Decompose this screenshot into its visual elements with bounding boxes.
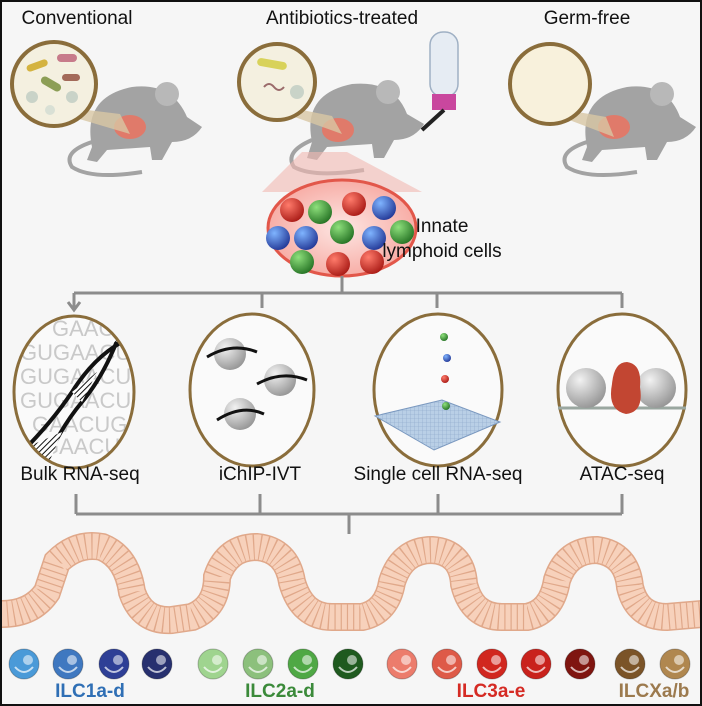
- ilc-cell-ilc1ad-1: [8, 648, 40, 680]
- condition-label-germ-free: Germ-free: [544, 8, 631, 29]
- ilc-cell-ilcxab-2: [659, 648, 691, 680]
- method-bulk-rna-seq: GAACU GUGAACUGU GUGAACUGU GUGAACUGU GAAC…: [12, 314, 164, 470]
- method-label-single-cell-rna-seq: Single cell RNA-seq: [354, 464, 523, 485]
- ilc-cell-ilc2ad-3: [287, 648, 319, 680]
- water-bottle-icon: [420, 31, 459, 132]
- method-label-ichip-ivt: iChIP-IVT: [219, 464, 302, 485]
- ilc-cell-ilc3ae-4: [520, 648, 552, 680]
- ilc-label-ilc3: ILC3a-e: [457, 681, 526, 702]
- ilc-cell-ilc1ad-2: [52, 648, 84, 680]
- ilc-subsets: [8, 648, 691, 680]
- bacteria-icons: [26, 54, 80, 115]
- bottom-bracket: [74, 494, 624, 534]
- ilc-cell-ilc3ae-1: [386, 648, 418, 680]
- method-atac-seq: [556, 312, 688, 468]
- ilc-cell-ilc3ae-3: [476, 648, 508, 680]
- ilc-cell-ilc1ad-4: [141, 648, 173, 680]
- ilc-label-ilc2: ILC2a-d: [245, 681, 315, 702]
- arrow-icon: [66, 301, 82, 313]
- ilc-cell-ilc2ad-1: [197, 648, 229, 680]
- ilc-cell-ilc2ad-2: [242, 648, 274, 680]
- ilc-label-ilc1: ILC1a-d: [55, 681, 125, 702]
- empty-microbiota-circle: [508, 42, 592, 126]
- condition-label-antibiotics: Antibiotics-treated: [266, 8, 418, 29]
- method-label-bulk-rna-seq: Bulk RNA-seq: [20, 464, 139, 485]
- ilc-cell-ilc3ae-2: [431, 648, 463, 680]
- mouse-germ-free: [508, 42, 696, 177]
- mouse-antibiotics: [237, 31, 459, 176]
- top-bracket: [66, 276, 624, 313]
- method-single-cell-rna-seq: [372, 312, 504, 468]
- method-ichip-ivt: [188, 312, 316, 468]
- intestinal-villi: [2, 532, 700, 635]
- condition-label-conventional: Conventional: [22, 8, 133, 29]
- ilc-cell-ilc2ad-4: [332, 648, 364, 680]
- cells-label-line2: lymphoid cells: [382, 241, 501, 262]
- method-label-atac-seq: ATAC-seq: [580, 464, 665, 485]
- ilc-label-ilcx: ILCXa/b: [619, 681, 690, 702]
- rna-sequence-text: GUGAACUGU: [20, 340, 164, 365]
- transposase-icon: [610, 362, 641, 414]
- nucleosome-icons: [206, 338, 308, 430]
- innate-lymphoid-cells-cluster: [266, 178, 418, 278]
- microwell-plate-icon: [373, 399, 502, 451]
- ilc-cell-ilc3ae-5: [564, 648, 596, 680]
- ilc-cell-ilcxab-1: [614, 648, 646, 680]
- mouse-conventional: [10, 40, 202, 177]
- cells-label-line1: Innate: [416, 216, 469, 237]
- ilc-cell-ilc1ad-3: [98, 648, 130, 680]
